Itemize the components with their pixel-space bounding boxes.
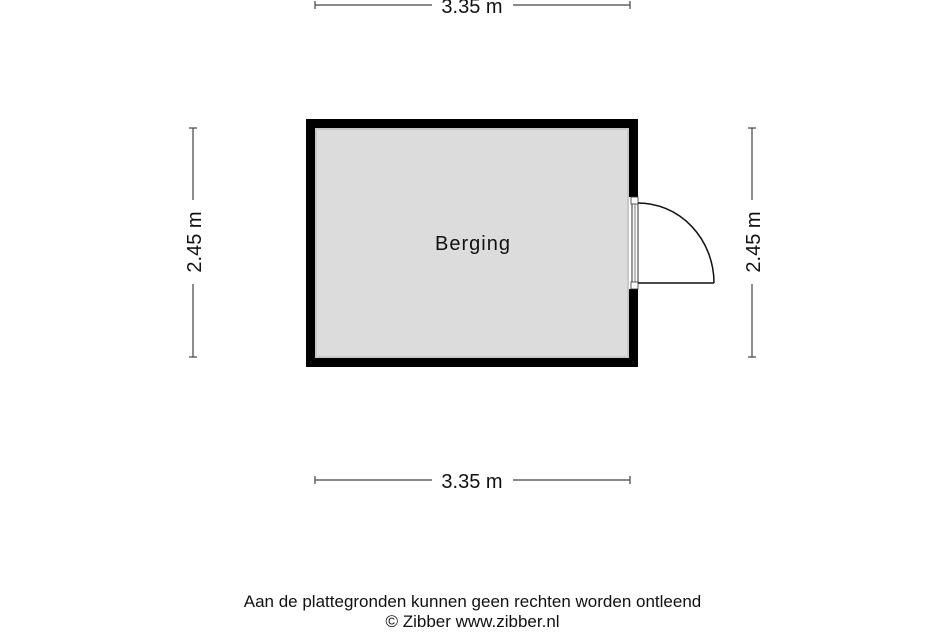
door <box>629 196 715 290</box>
top-dimension: 3.35 m <box>314 0 631 18</box>
left-dimension: 2.45 m <box>184 127 206 358</box>
bottom-dimension: 3.35 m <box>314 471 631 493</box>
disclaimer-text: Aan de plattegronden kunnen geen rechten… <box>243 592 702 611</box>
right-dimension-label: 2.45 m <box>743 211 765 272</box>
right-dimension: 2.45 m <box>743 127 765 358</box>
room-label: Berging <box>435 233 511 255</box>
left-dimension-label: 2.45 m <box>184 211 206 272</box>
top-dimension-label: 3.35 m <box>441 0 502 18</box>
bottom-dimension-label: 3.35 m <box>441 471 502 493</box>
copyright-text: © Zibber www.zibber.nl <box>385 612 560 631</box>
room-berging <box>306 119 638 367</box>
